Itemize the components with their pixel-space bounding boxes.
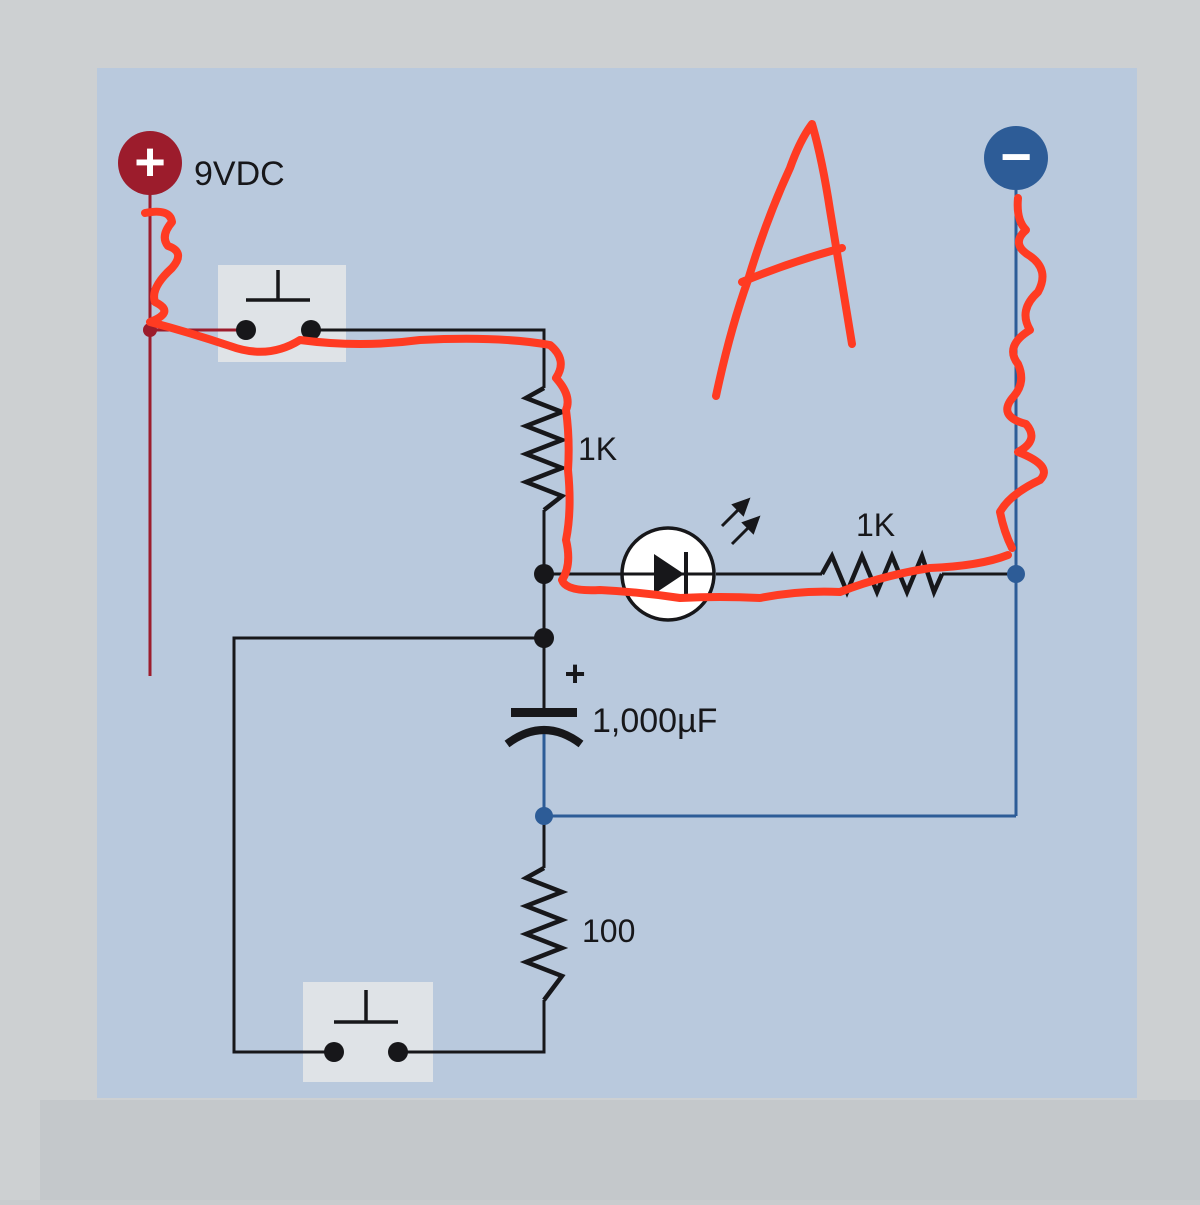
capacitor-polarity-label: + bbox=[564, 653, 585, 694]
junction-led-node bbox=[534, 564, 554, 584]
red-squiggle-negative bbox=[996, 194, 1048, 552]
caption-band bbox=[40, 1100, 1200, 1200]
bottom-switch-pad bbox=[303, 982, 433, 1082]
supply-voltage-label: 9VDC bbox=[194, 155, 285, 193]
resistor-100-label: 100 bbox=[582, 913, 635, 949]
led-light-arrows bbox=[720, 497, 761, 546]
top-pushbutton bbox=[236, 270, 321, 340]
diagram-panel bbox=[97, 68, 1137, 1098]
positive-terminal: + bbox=[118, 131, 182, 195]
resistor-100-symbol bbox=[519, 866, 569, 1002]
negative-symbol: − bbox=[1000, 127, 1032, 187]
resistor-1k-top-symbol bbox=[519, 386, 569, 512]
handwritten-current-path: A bbox=[141, 120, 1048, 602]
negative-terminal: − bbox=[984, 126, 1048, 190]
circuit-wires bbox=[232, 328, 1016, 1054]
junction-capacitor-bottom bbox=[535, 807, 553, 825]
capacitor-value-label: 1,000µF bbox=[592, 702, 717, 740]
handwritten-letter-a-strokes bbox=[712, 120, 856, 400]
junction-capacitor-top bbox=[534, 628, 554, 648]
positive-symbol: + bbox=[134, 132, 166, 192]
junction-negative-led bbox=[1007, 565, 1025, 583]
bottom-pushbutton bbox=[324, 990, 408, 1062]
resistor-1k-top-label: 1K bbox=[578, 431, 617, 467]
resistor-1k-led-label: 1K bbox=[856, 507, 895, 543]
capacitor-symbol bbox=[504, 700, 584, 748]
red-squiggle-positive bbox=[141, 207, 1012, 602]
